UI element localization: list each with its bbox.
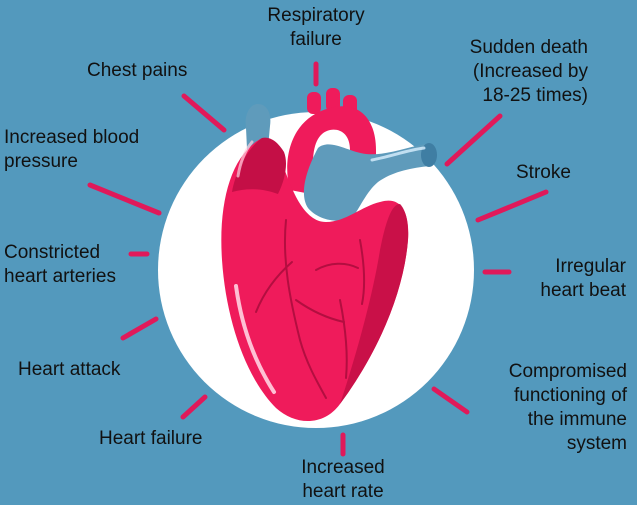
label-increased-blood-pressure: Increased blood pressure — [4, 126, 139, 174]
tick-chest-pains — [184, 96, 224, 130]
label-increased-heart-rate: Increased heart rate — [283, 456, 403, 504]
label-stroke: Stroke — [516, 161, 571, 185]
label-heart-attack: Heart attack — [18, 358, 120, 382]
tick-blood-pressure — [90, 185, 159, 213]
tick-compromised-immune — [434, 389, 467, 412]
label-chest-pains: Chest pains — [87, 59, 187, 83]
label-constricted-heart-arteries: Constricted heart arteries — [4, 241, 116, 289]
tick-heart-failure — [183, 397, 205, 417]
label-irregular-heart-beat: Irregular heart beat — [500, 255, 626, 303]
tick-sudden-death — [447, 116, 500, 164]
tick-heart-attack — [123, 319, 156, 338]
label-respiratory-failure: Respiratory failure — [256, 4, 376, 52]
label-sudden-death: Sudden death (Increased by 18-25 times) — [430, 36, 588, 108]
label-compromised-immune-system: Compromised functioning of the immune sy… — [470, 360, 627, 456]
tick-stroke — [478, 192, 546, 220]
label-heart-failure: Heart failure — [99, 427, 203, 451]
